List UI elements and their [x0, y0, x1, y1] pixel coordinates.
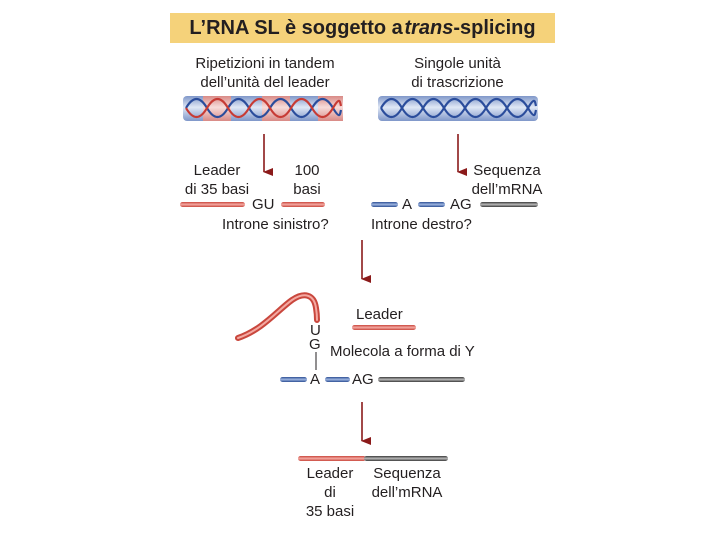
bases-100-label: 100 basi — [293, 162, 321, 198]
right-intron-label: Introne destro? — [371, 216, 472, 233]
gu-label: GU — [252, 196, 275, 213]
intron-rna-left — [281, 202, 325, 207]
leader-rna-left — [180, 202, 245, 207]
ag-label: AG — [450, 196, 472, 213]
mrna-sequence-label: Sequenza dell’mRNA — [471, 162, 543, 198]
tandem-repeat-dna — [183, 96, 343, 121]
title-suffix: -splicing — [453, 16, 536, 39]
intron-rna-right-b — [418, 202, 445, 207]
left-intron-label: Introne sinistro? — [222, 216, 329, 233]
intron-rna-right-a — [371, 202, 398, 207]
u-label: U — [310, 322, 321, 339]
spliced-mrna — [364, 456, 448, 461]
y-a-label: A — [310, 371, 321, 388]
final-leader-label: Leader di 35 basi — [305, 465, 355, 520]
mrna-sequence-right — [480, 202, 538, 207]
title-italic: trans — [404, 16, 454, 39]
title-banner: L’RNA SL è soggetto a trans-splicing — [170, 13, 555, 43]
leader-curve — [235, 292, 320, 341]
spliced-leader — [298, 456, 366, 461]
transcription-unit-dna — [378, 96, 538, 121]
y-ag-label: AG — [352, 371, 374, 388]
tandem-repeats-label: Ripetizioni in tandem dell’unità del lea… — [195, 55, 335, 91]
y-mrna — [378, 377, 465, 382]
g-label: G — [309, 336, 321, 353]
y-intron-a — [280, 377, 307, 382]
free-leader-label: Leader — [356, 306, 403, 323]
free-leader-rna — [352, 325, 416, 330]
a-label: A — [402, 196, 413, 213]
y-molecule-label: Molecola a forma di Y — [330, 343, 475, 360]
title-prefix: L’RNA SL è soggetto a — [189, 16, 403, 39]
y-intron-b — [325, 377, 350, 382]
single-units-label: Singole unità di trascrizione — [411, 55, 504, 91]
final-mrna-label: Sequenza dell’mRNA — [371, 465, 443, 501]
leader-35-label: Leader di 35 basi — [184, 162, 250, 198]
